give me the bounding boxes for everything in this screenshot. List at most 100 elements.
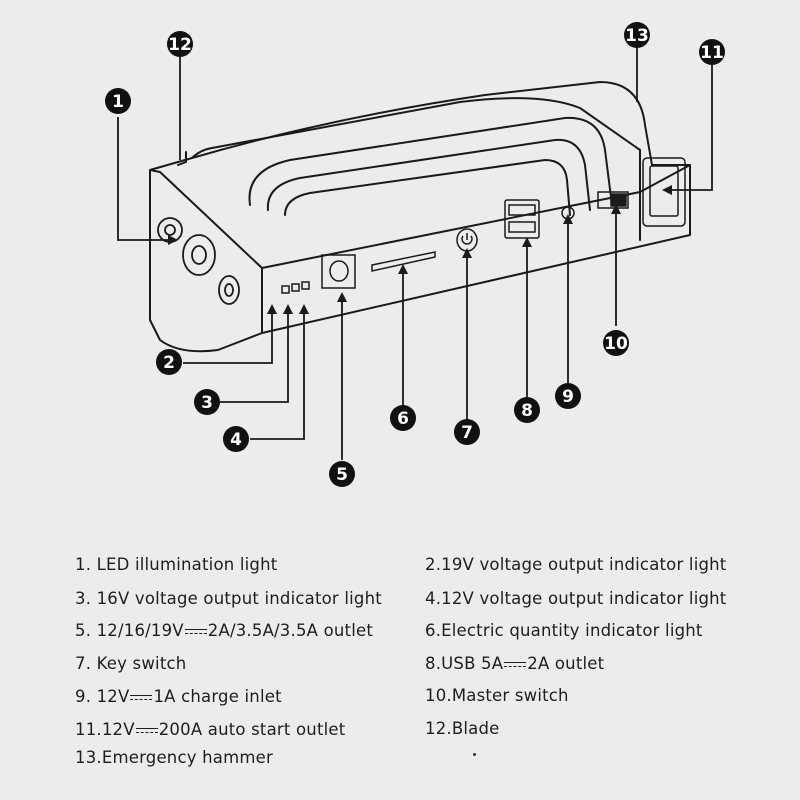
- callout-circle-7: [454, 419, 480, 445]
- leader-2: [183, 312, 273, 364]
- dc-symbol-icon: [504, 660, 527, 670]
- callout-7: 7: [454, 419, 480, 445]
- arrowhead-6: [398, 264, 408, 274]
- usb-port-top: [508, 204, 536, 216]
- callout-3: 3: [194, 389, 220, 415]
- arrowhead-4: [299, 304, 309, 314]
- legend-item-6: 6.Electric quantity indicator light: [425, 621, 703, 640]
- legend-item-7: 7. Key switch: [75, 654, 186, 673]
- legend-text: 7. Key switch: [75, 654, 187, 673]
- legend-text: 8.USB 5A: [425, 654, 504, 673]
- dc-outlet-square-hole: [329, 260, 349, 282]
- device-side-panel: [261, 164, 691, 269]
- callout-circle-10: [603, 330, 629, 356]
- arrowhead-3: [283, 304, 293, 314]
- callout-circle-1: [105, 88, 131, 114]
- legend-text: 6.Electric quantity indicator light: [425, 621, 703, 640]
- dc-symbol-icon: [135, 726, 158, 736]
- callout-circle-8: [514, 397, 540, 423]
- legend-text: 4.12V voltage output indicator light: [425, 589, 727, 608]
- callout-2: 2: [156, 349, 182, 375]
- callout-circle-13: [624, 22, 650, 48]
- callout-number-3: 3: [201, 393, 213, 413]
- legend-text: 13.Emergency hammer: [75, 748, 273, 767]
- auto-start-outlet-inner: [649, 165, 679, 217]
- callout-4: 4: [223, 426, 249, 452]
- arrowhead-9: [563, 214, 573, 224]
- callout-9: 9: [555, 383, 581, 409]
- master-switch-knob: [610, 193, 627, 207]
- indicator-12v: [301, 281, 310, 290]
- dc-outlet-small-inner: [224, 283, 234, 297]
- device-body-outline: [149, 81, 691, 353]
- callout-circle-3: [194, 389, 220, 415]
- power-symbol: [461, 233, 473, 245]
- legend-item-8: 8.USB 5A 2A outlet: [425, 654, 604, 673]
- arrowhead-7: [462, 248, 472, 258]
- arrowhead-8: [522, 237, 532, 247]
- callout-8: 8: [514, 397, 540, 423]
- legend-item-3: 3. 16V voltage output indicator light: [75, 589, 382, 608]
- callout-10: 10: [603, 330, 629, 356]
- arrowhead-2: [267, 304, 277, 314]
- device-top-grip: [191, 97, 641, 159]
- callout-12: 12: [167, 31, 193, 57]
- legend-text: 11.12V: [75, 720, 135, 739]
- master-switch: [597, 191, 629, 209]
- dc-symbol-icon: [184, 627, 207, 637]
- dc-outlet-small-outer: [218, 275, 240, 305]
- legend-text: 2.19V voltage output indicator light: [425, 555, 727, 574]
- legend-item-2: 2.19V voltage output indicator light: [425, 555, 726, 574]
- callout-number-7: 7: [461, 423, 473, 443]
- arrowhead-5: [337, 292, 347, 302]
- callout-circle-6: [390, 405, 416, 431]
- indicator-16v: [291, 283, 300, 292]
- legend-text: 200A auto start outlet: [158, 720, 346, 739]
- callout-13: 13: [624, 22, 650, 48]
- callout-number-1: 1: [112, 92, 124, 112]
- usb-ports: [504, 199, 540, 239]
- legend-text: 5. 12/16/19V: [75, 621, 184, 640]
- callout-number-8: 8: [521, 401, 533, 421]
- dc-symbol-icon: [130, 693, 153, 703]
- legend-text: 3. 16V voltage output indicator light: [75, 589, 382, 608]
- quantity-indicator-bar: [371, 251, 436, 272]
- device-handle-inner2: [284, 159, 571, 216]
- callout-number-13: 13: [625, 26, 649, 46]
- legend-item-12: 12.Blade: [425, 719, 499, 738]
- callout-circle-12: [167, 31, 193, 57]
- legend-text: 2A outlet: [527, 654, 605, 673]
- usb-port-bottom: [508, 221, 536, 233]
- blade-slot: [177, 151, 187, 166]
- callout-circle-11: [699, 39, 725, 65]
- device-front-edge: [149, 169, 263, 334]
- legend-text: 9. 12V: [75, 687, 130, 706]
- arrowhead-11: [662, 185, 672, 195]
- dc-outlet-large-inner: [191, 245, 207, 265]
- callout-number-2: 2: [163, 353, 175, 373]
- arrowhead-10: [611, 204, 621, 214]
- callout-5: 5: [329, 461, 355, 487]
- device-handle-inner: [266, 138, 591, 211]
- leader-11: [670, 65, 713, 191]
- legend-text: 1. LED illumination light: [75, 555, 278, 574]
- callout-circle-5: [329, 461, 355, 487]
- callout-number-4: 4: [230, 430, 242, 450]
- callout-circle-2: [156, 349, 182, 375]
- auto-start-outlet: [642, 157, 686, 227]
- legend-text: 1A charge inlet: [153, 687, 282, 706]
- callout-1: 1: [105, 88, 131, 114]
- callout-number-6: 6: [397, 409, 409, 429]
- callout-number-11: 11: [700, 43, 724, 63]
- legend-item-4: 4.12V voltage output indicator light: [425, 589, 726, 608]
- callout-number-12: 12: [168, 35, 192, 55]
- led-light-inner: [164, 224, 176, 236]
- callout-6: 6: [390, 405, 416, 431]
- callout-number-5: 5: [336, 465, 348, 485]
- legend-item-9: 9. 12V 1A charge inlet: [75, 687, 282, 706]
- callout-number-9: 9: [562, 387, 574, 407]
- legend-item-13: 13.Emergency hammer: [75, 748, 273, 767]
- leader-1: [117, 117, 168, 241]
